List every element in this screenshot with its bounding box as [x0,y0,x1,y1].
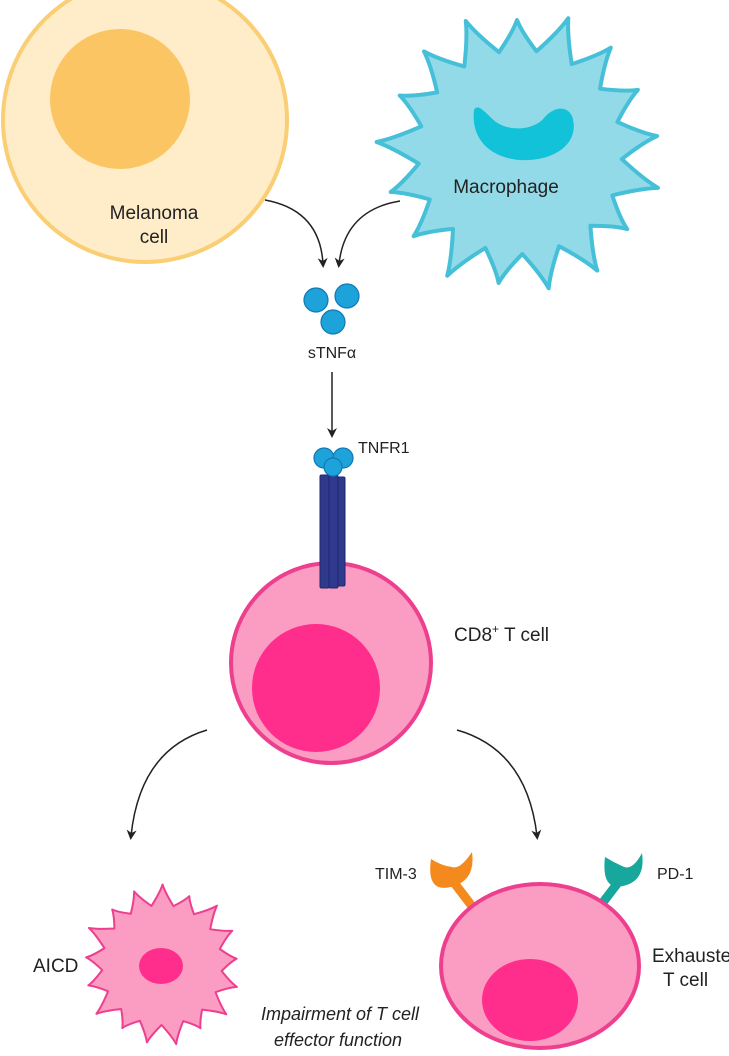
exhausted-label-line2: T cell [663,970,708,991]
exhausted-t-cell-nucleus [482,959,578,1041]
cd8-t-cell-label: CD8+ T cell [454,622,549,646]
tnfr1-bar-right [328,474,339,589]
pd1-label: PD-1 [657,866,694,883]
melanoma-cell-nucleus [50,29,190,169]
cd8-t-cell-nucleus [252,624,380,752]
arrow-to-aicd [126,729,208,840]
exhausted-t-cell: TIM-3 PD-1 Exhausted T cell [375,852,729,1050]
tim3-label: TIM-3 [375,866,417,883]
cd8-label-superscript: + [492,622,499,636]
pd1-receptor-head [604,853,643,887]
melanoma-label-line1: Melanoma [110,203,199,224]
tim3-receptor-head [430,852,473,888]
impairment-label-line1: Impairment of T cell [261,1004,420,1024]
aicd-label: AICD [33,956,78,977]
cd8-t-cell: CD8+ T cell [229,561,549,765]
macrophage-nucleus [473,107,574,161]
cd8-label-main: CD8 [454,625,492,646]
stnfa-label: sTNFα [308,345,356,362]
arrow-to-exhausted [456,729,542,840]
bound-tnf-bottom [323,457,343,477]
stnfa-subunit-left [303,287,329,313]
tnfr1-label: TNFR1 [358,440,410,457]
tnfr1-bar-back [337,476,346,587]
stnfa-subunit-right [334,283,360,309]
cd8-label-rest: T cell [499,625,549,646]
exhausted-label-line1: Exhausted [652,946,729,967]
tnfr1-bar-left [319,474,330,589]
arrow-macrophage-to-stnfa [334,200,401,268]
aicd-cell: AICD [33,883,238,1046]
stnfa-subunit-bottom [320,309,346,335]
macrophage-label: Macrophage [453,177,559,198]
melanoma-label-line2: cell [140,227,169,248]
melanoma-cell: Melanoma cell [1,0,289,264]
tnfr1-receptor: TNFR1 [313,440,410,589]
impairment-label-line2: effector function [274,1030,402,1050]
arrow-melanoma-to-stnfa [264,199,328,268]
macrophage: Macrophage [374,16,660,291]
stnfa-trimer: sTNFα [303,283,360,362]
aicd-cell-nucleus [139,948,183,984]
